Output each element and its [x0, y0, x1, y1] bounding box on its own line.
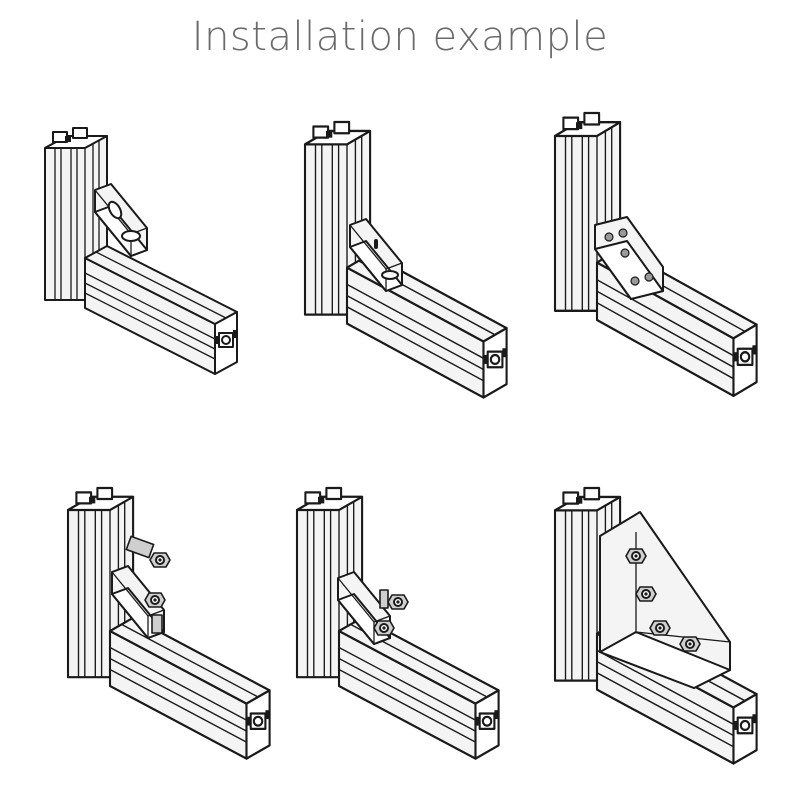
figure-4-bolted-bracket — [66, 486, 271, 760]
bolt-icon — [373, 589, 409, 636]
figure-3-four-hole-bracket — [553, 111, 758, 398]
figure-1-slotted-bracket — [44, 127, 238, 375]
figure-2-square-profile-bracket — [303, 120, 508, 399]
figure-5-compact-bolted-bracket — [295, 486, 500, 760]
figure-6-large-gusset — [553, 486, 758, 765]
bolt-icon — [125, 535, 171, 634]
page-title: Installation example — [191, 14, 609, 60]
